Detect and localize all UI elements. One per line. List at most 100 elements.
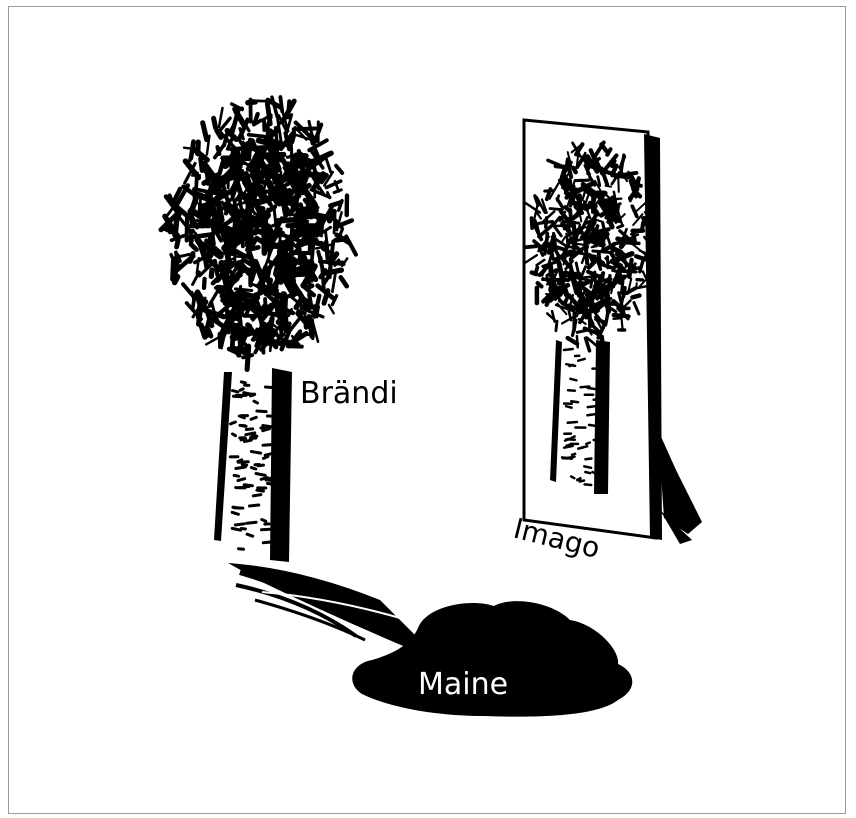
- bark-mark: [238, 479, 245, 481]
- stipple-mark: [329, 305, 334, 313]
- stipple-mark: [210, 292, 218, 305]
- stipple-mark: [573, 168, 575, 172]
- stipple-mark: [326, 181, 340, 187]
- stipple-mark: [308, 316, 309, 323]
- stipple-mark: [326, 159, 331, 173]
- stipple-mark: [331, 241, 333, 258]
- stipple-mark: [584, 206, 596, 207]
- bark-mark: [232, 391, 238, 392]
- bark-mark: [246, 429, 252, 430]
- stipple-mark: [199, 309, 201, 325]
- bark-mark: [234, 475, 238, 476]
- framed-picture: [524, 120, 702, 544]
- bark-mark: [585, 484, 592, 485]
- stipple-mark: [249, 135, 266, 137]
- stipple-mark: [177, 240, 179, 247]
- stipple-mark: [598, 229, 608, 231]
- bark-mark: [594, 439, 604, 440]
- stipple-mark: [224, 131, 228, 145]
- stipple-mark: [607, 149, 610, 155]
- stipple-mark: [201, 325, 205, 337]
- bark-mark: [233, 507, 240, 508]
- stipple-mark: [228, 234, 231, 258]
- bark-mark: [594, 399, 600, 400]
- bark-mark: [238, 460, 242, 462]
- bark-mark: [244, 485, 252, 486]
- stipple-mark: [190, 254, 193, 262]
- stipple-mark: [260, 314, 262, 336]
- stipple-mark: [192, 293, 194, 300]
- bark-mark: [257, 411, 266, 412]
- bark-mark: [570, 379, 576, 381]
- stipple-mark: [247, 247, 258, 249]
- stipple-mark: [203, 123, 207, 140]
- bark-mark: [566, 439, 574, 440]
- stipple-mark: [189, 237, 191, 244]
- stipple-mark: [198, 142, 199, 154]
- bark-mark: [588, 406, 596, 407]
- stipple-mark: [336, 166, 342, 173]
- stipple-mark: [577, 336, 578, 347]
- stipple-mark: [605, 176, 607, 182]
- stipple-mark: [341, 277, 347, 286]
- stipple-mark: [593, 251, 612, 253]
- stipple-mark: [269, 318, 272, 334]
- bark-mark: [263, 445, 272, 446]
- stipple-mark: [603, 279, 611, 280]
- stipple-mark: [293, 136, 295, 142]
- stipple-mark: [168, 208, 173, 214]
- stipple-mark: [538, 283, 542, 286]
- bark-mark: [241, 382, 245, 383]
- bark-mark: [254, 401, 258, 403]
- stipple-mark: [536, 268, 538, 274]
- bark-mark: [572, 454, 575, 455]
- stipple-mark: [219, 108, 223, 127]
- bark-mark: [571, 401, 578, 402]
- tree-trunk: [214, 368, 292, 562]
- stipple-mark: [220, 162, 224, 174]
- bark-mark: [586, 443, 590, 445]
- stipple-mark: [546, 234, 547, 247]
- stipple-mark: [619, 264, 620, 280]
- stipple-mark: [251, 263, 254, 276]
- bark-mark: [584, 466, 591, 467]
- stipple-mark: [263, 340, 264, 352]
- bark-mark: [236, 467, 245, 469]
- stipple-mark: [230, 315, 239, 320]
- stipple-mark: [623, 288, 624, 297]
- stipple-mark: [291, 273, 308, 274]
- stipple-mark: [238, 267, 248, 271]
- bark-mark: [564, 446, 573, 448]
- bark-mark: [252, 435, 257, 437]
- bark-mark: [232, 512, 238, 514]
- stipple-mark: [191, 244, 197, 249]
- stipple-mark: [598, 177, 600, 186]
- bark-mark: [261, 478, 267, 480]
- bark-mark: [241, 529, 245, 530]
- stipple-mark: [196, 173, 197, 195]
- stipple-mark: [632, 296, 639, 298]
- stipple-mark: [618, 226, 623, 228]
- stipple-mark: [579, 282, 580, 295]
- stipple-mark: [539, 222, 553, 224]
- bark-mark: [582, 446, 588, 447]
- stipple-mark: [601, 287, 602, 296]
- stipple-mark: [649, 242, 652, 248]
- bark-mark: [239, 416, 244, 418]
- tree-label: Brändi: [300, 376, 398, 411]
- bark-mark: [568, 422, 577, 423]
- stipple-mark: [614, 166, 617, 172]
- stipple-mark: [299, 311, 305, 314]
- stipple-mark: [301, 158, 303, 164]
- bark-mark: [232, 528, 240, 530]
- stipple-mark: [537, 224, 538, 234]
- bark-mark: [566, 406, 572, 408]
- tree-crown: [161, 97, 356, 369]
- stipple-mark: [268, 253, 269, 261]
- stipple-mark: [551, 279, 554, 289]
- stipple-mark: [313, 243, 322, 244]
- bark-mark: [568, 390, 575, 391]
- stipple-mark: [592, 224, 594, 238]
- bark-mark: [235, 524, 244, 525]
- stipple-mark: [221, 118, 231, 130]
